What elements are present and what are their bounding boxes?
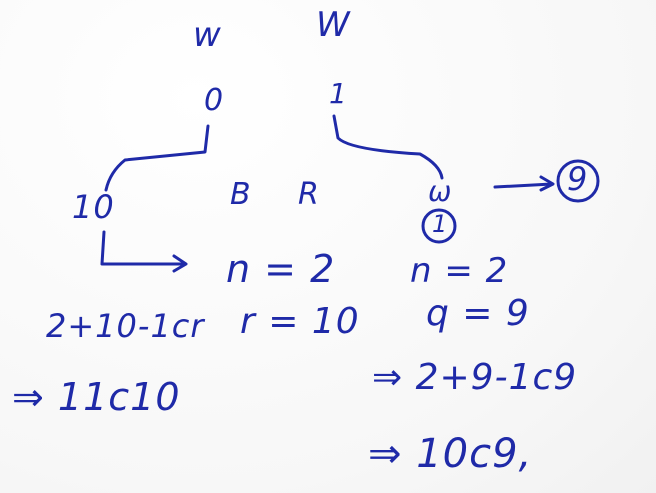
w-right: W	[316, 5, 351, 45]
left-result: ⇒ 11c10	[12, 375, 181, 419]
circle-result	[556, 159, 600, 203]
r-label: R	[298, 177, 320, 212]
ten-node: 10	[72, 188, 115, 226]
w-small-node: ω	[428, 175, 453, 208]
circled-one-label: 1	[432, 210, 449, 238]
arrow-w-to-result	[493, 182, 554, 189]
circled-result-label: 9	[567, 160, 589, 198]
branch-zero-to-ten	[104, 124, 210, 192]
q-equation: q = 9	[426, 293, 530, 334]
right-formula: ⇒ 2+9-1c9	[372, 357, 578, 398]
arrow-ten-to-n	[100, 230, 187, 266]
circle-one	[421, 208, 457, 244]
n-left-equation: n = 2	[226, 247, 336, 291]
w-left: w	[193, 15, 222, 55]
arrow-ten-to-n-head	[172, 254, 188, 273]
branch-one-to-w	[332, 114, 444, 180]
zero-node: 0	[204, 83, 225, 118]
one-node: 1	[329, 77, 348, 110]
left-formula: 2+10-1cr	[46, 307, 205, 345]
arrow-w-to-result-head	[539, 175, 555, 192]
right-result: ⇒ 10c9,	[368, 431, 533, 477]
b-label: B	[230, 177, 252, 212]
n-right-equation: n = 2	[410, 251, 509, 291]
r-equation: r = 10	[240, 301, 360, 342]
